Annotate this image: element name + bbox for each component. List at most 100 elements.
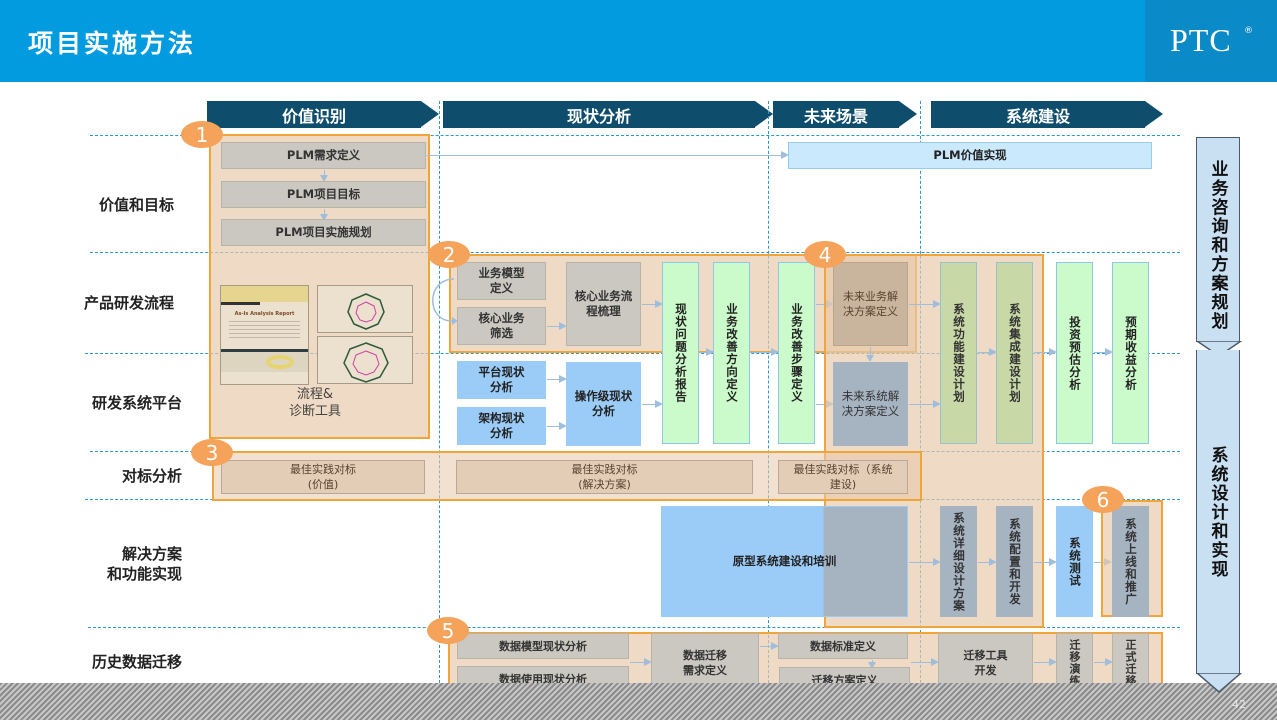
formal-migration-box[interactable]: 正式迁移 [1112, 633, 1149, 692]
report-thumb-title: As-Is Analysis Report [234, 311, 295, 317]
row-label-solution: 解决方案 和功能实现 [106, 545, 182, 583]
future-business-solution-box[interactable]: 未来业务解 决方案定义 [833, 262, 908, 346]
flow-arrow [751, 348, 779, 356]
flow-arrow [909, 300, 941, 308]
flow-arrow [1034, 348, 1057, 356]
flow-arrow [760, 642, 779, 650]
phase-system-build: 系统建设 [931, 101, 1163, 128]
flow-arrow [978, 348, 997, 356]
benchmark-value-box[interactable]: 最佳实践对标 (价值) [221, 460, 425, 494]
flow-arrow [642, 300, 663, 308]
logo-panel [1145, 0, 1277, 82]
operational-status-box[interactable]: 操作级现状 分析 [566, 362, 641, 446]
flow-arrow [320, 170, 328, 182]
step-badge-6: 6 [1082, 486, 1124, 513]
ptc-logo: PTC [1170, 22, 1232, 58]
row-label-benchmark: 对标分析 [121, 467, 182, 485]
flow-arrow [1034, 658, 1057, 666]
platform-status-box[interactable]: 平台现状 分析 [457, 361, 546, 399]
future-system-solution-box[interactable]: 未来系统解 决方案定义 [833, 362, 908, 446]
side-arrow-tip [1196, 341, 1242, 357]
migration-rehearsal-box[interactable]: 迁移演练 [1056, 633, 1093, 692]
flow-arrow [630, 658, 652, 666]
config-development-box[interactable]: 系统配置和开发 [996, 506, 1033, 617]
flow-arrow [320, 209, 328, 221]
benchmark-solution-box[interactable]: 最佳实践对标 (解决方案) [456, 460, 753, 494]
improvement-steps-box[interactable]: 业务改善步骤定义 [778, 262, 815, 444]
registered-mark: ® [1244, 26, 1253, 36]
phase-divider [768, 101, 769, 683]
investment-estimate-box[interactable]: 投资预估分析 [1056, 262, 1093, 444]
row-divider [88, 627, 1180, 628]
plm-goal-box[interactable]: PLM项目目标 [221, 181, 426, 208]
flow-arrow [547, 322, 567, 330]
flow-arrow [427, 151, 789, 159]
loop-arrow [432, 278, 458, 325]
flow-arrow [1034, 558, 1057, 566]
row-divider [90, 252, 1180, 253]
row-label-value-goals: 价值和目标 [98, 196, 174, 214]
core-process-review-box[interactable]: 核心业务流 程梳理 [566, 262, 641, 346]
system-integration-plan-box[interactable]: 系统集成建设计划 [996, 262, 1033, 444]
page-title: 项目实施方法 [28, 29, 197, 58]
phase-divider [439, 101, 440, 683]
prototype-training-box[interactable]: 原型系统建设和培训 [661, 506, 908, 617]
tools-label-line2: 诊断工具 [288, 404, 341, 419]
row-divider [90, 135, 1180, 136]
plm-value-realization-box[interactable]: PLM价值实现 [788, 142, 1152, 169]
benchmark-system-build-box[interactable]: 最佳实践对标（系统 建设) [778, 460, 908, 494]
step-badge-4: 4 [804, 241, 846, 268]
flow-arrow [911, 658, 939, 666]
phase-value-identification: 价值识别 [207, 101, 439, 128]
flow-arrow [547, 375, 567, 383]
step-badge-5: 5 [427, 617, 469, 644]
architecture-status-box[interactable]: 架构现状 分析 [457, 407, 546, 445]
tools-label: 流程& 诊断工具 [265, 386, 365, 420]
phase-current-analysis: 现状分析 [443, 101, 773, 128]
data-model-status-box[interactable]: 数据模型现状分析 [457, 633, 629, 659]
title-bar [0, 0, 1277, 82]
row-label-data-migration: 历史数据迁移 [91, 653, 182, 671]
plm-plan-box[interactable]: PLM项目实施规划 [221, 219, 426, 246]
go-live-rollout-box[interactable]: 系统上线和推广 [1112, 506, 1149, 617]
tools-label-line1: 流程& [296, 387, 334, 402]
footer-band [0, 683, 1277, 720]
page-number: 42 [1232, 698, 1246, 711]
side-phase-implementation: 系统设计和实现 [1196, 350, 1240, 674]
flow-arrow [909, 558, 941, 566]
step-badge-3: 3 [191, 439, 233, 466]
core-business-selection-box[interactable]: 核心业务 筛选 [457, 307, 546, 345]
side-label-implementation: 系统设计和实现 [1207, 446, 1228, 579]
business-model-definition-box[interactable]: 业务模型 定义 [457, 262, 546, 300]
side-phase-consulting: 业务咨询和方案规划 [1196, 137, 1240, 342]
flow-arrow [978, 558, 997, 566]
system-test-box[interactable]: 系统测试 [1056, 506, 1093, 617]
expected-benefit-box[interactable]: 预期收益分析 [1112, 262, 1149, 444]
detail-design-box[interactable]: 系统详细设计方案 [940, 506, 977, 617]
improvement-direction-box[interactable]: 业务改善方向定义 [713, 262, 750, 444]
radar-icon [343, 342, 389, 383]
report-thumbnail: As-Is Analysis Report [220, 285, 309, 385]
step-badge-1: 1 [181, 121, 223, 148]
flow-arrow [868, 660, 876, 669]
flow-arrow [547, 422, 567, 430]
row-label-rd-platform: 研发系统平台 [91, 394, 182, 412]
migration-requirement-box[interactable]: 数据迁移 需求定义 [651, 633, 759, 692]
system-function-plan-box[interactable]: 系统功能建设计划 [940, 262, 977, 444]
radar-icon [347, 293, 385, 330]
side-arrow-tip [1196, 673, 1242, 693]
row-divider [85, 353, 1180, 354]
flow-arrow [1094, 348, 1113, 356]
radar-chart-thumbnail [317, 285, 413, 333]
current-issue-report-box[interactable]: 现状问题分析报告 [662, 262, 699, 444]
phase-future-scenario: 未来场景 [773, 101, 917, 128]
data-standard-box[interactable]: 数据标准定义 [778, 633, 908, 659]
flow-arrow [642, 400, 663, 408]
side-label-consulting: 业务咨询和方案规划 [1207, 160, 1228, 331]
plm-requirement-box[interactable]: PLM需求定义 [221, 142, 426, 169]
flow-arrow [700, 348, 714, 356]
step-badge-2: 2 [428, 241, 470, 268]
flow-arrow [866, 347, 874, 362]
flow-arrow [909, 400, 941, 408]
row-label-rd-process: 产品研发流程 [83, 294, 174, 312]
